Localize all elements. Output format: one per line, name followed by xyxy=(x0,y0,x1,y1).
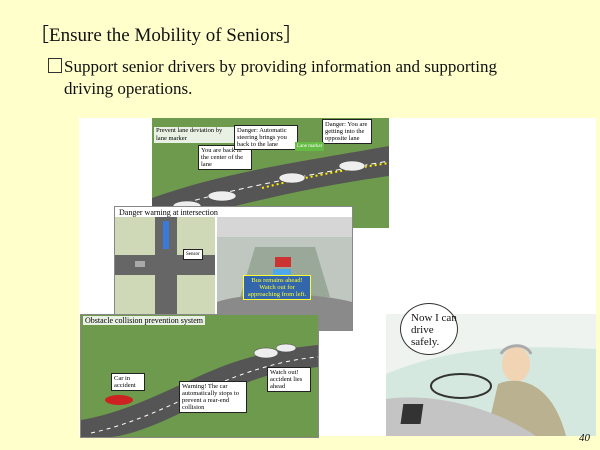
slide-title: ［Ensure the Mobility of Seniors］ xyxy=(30,25,303,46)
collision-label-car: Car in accident xyxy=(111,373,145,391)
lane-label-danger: Danger: You are getting into the opposit… xyxy=(322,119,372,144)
lane-panel-title: Prevent lane deviation by lane marker xyxy=(154,127,236,143)
collision-label-watch: Watch out! accident lies ahead xyxy=(267,367,311,392)
intersection-title: Danger warning at intersection xyxy=(117,208,220,217)
lane-label-marker: Lane marker xyxy=(295,142,325,151)
intersection-label-sensor: Sensor xyxy=(183,249,203,260)
bullet-line-1: Support senior drivers by providing info… xyxy=(64,57,497,76)
intersection-panel: Danger warning at intersection Sensor Bu… xyxy=(114,206,353,331)
speech-bubble: Now I can drive safely. xyxy=(400,303,458,355)
bullet-line-2: driving operations. xyxy=(64,79,193,98)
page-number: 40 xyxy=(579,432,590,444)
collision-title: Obstacle collision prevention system xyxy=(83,316,205,325)
intersection-illustration xyxy=(115,217,352,330)
collision-panel: Obstacle collision prevention system Car… xyxy=(80,314,319,438)
lane-label-auto: Danger: Automatic steering brings you ba… xyxy=(234,125,298,150)
bullet-box-icon xyxy=(48,58,62,73)
intersection-label-warning: Bus remains ahead! Watch out for approac… xyxy=(243,275,311,300)
illustration-figure: Prevent lane deviation by lane marker Yo… xyxy=(79,118,596,438)
collision-label-warning: Warning! The car automatically stops to … xyxy=(179,381,247,413)
bullet-text: Support senior drivers by providing info… xyxy=(48,56,593,100)
